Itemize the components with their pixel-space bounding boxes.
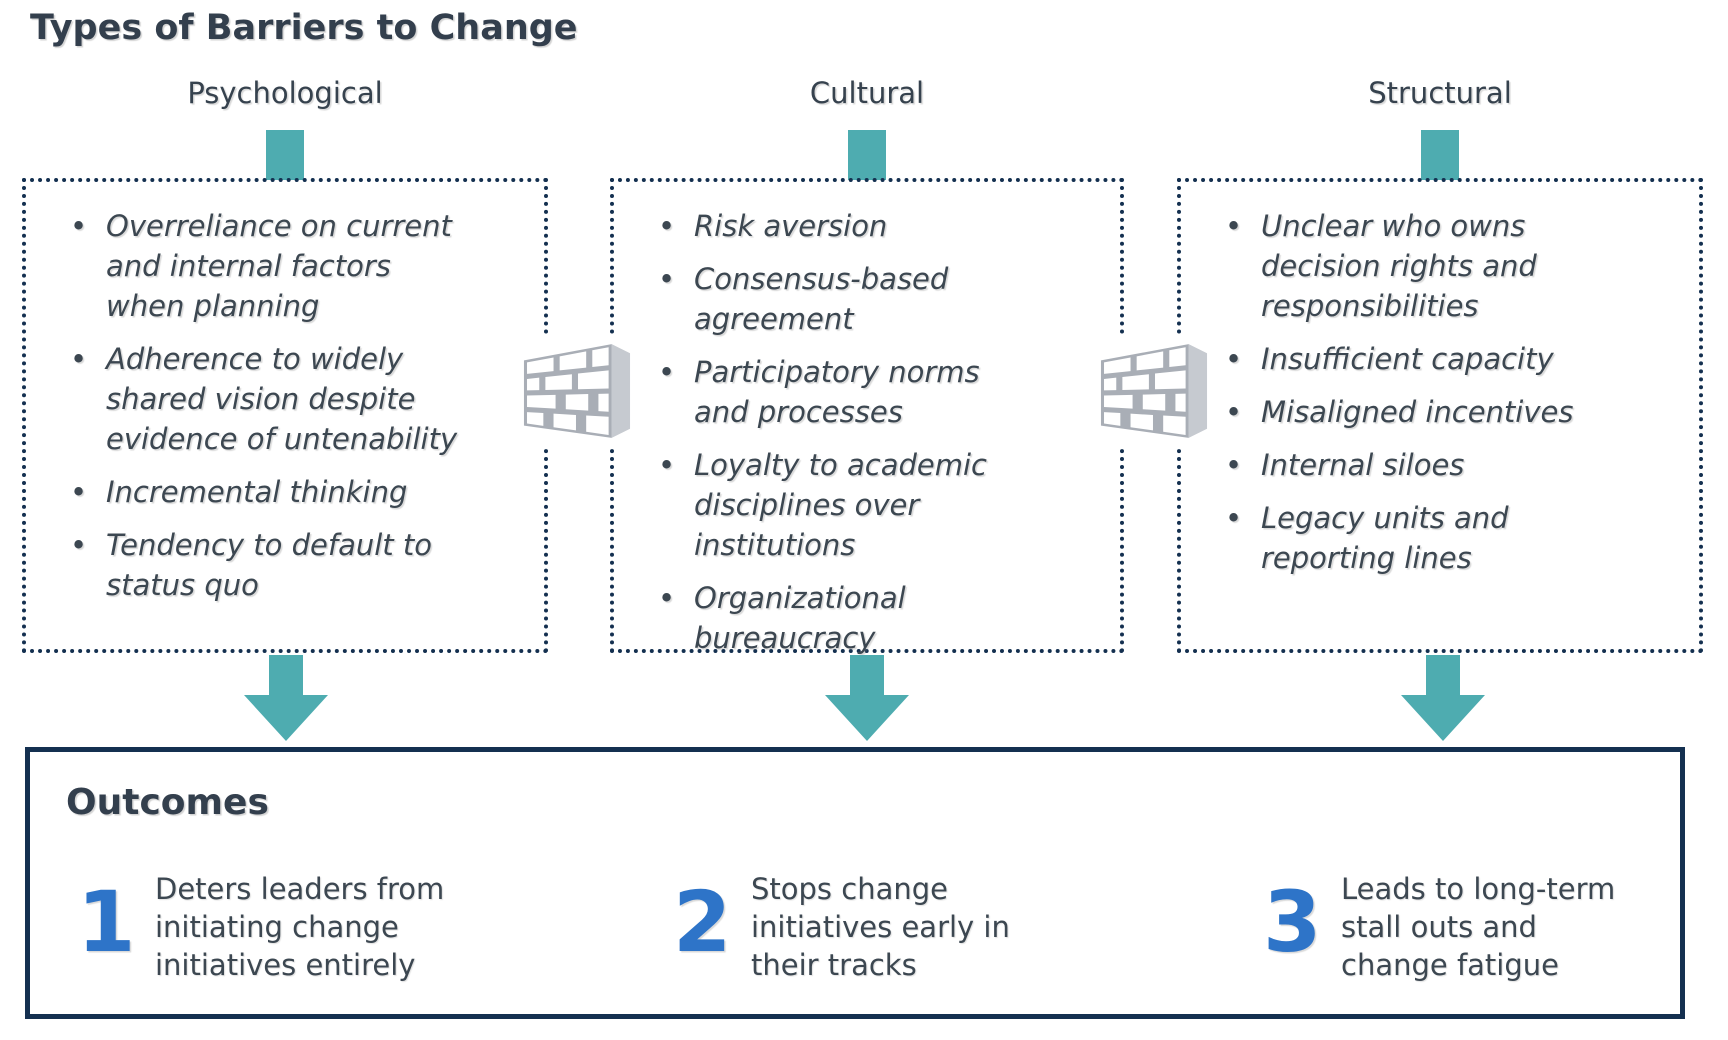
outcome-text: Leads to long-term stall outs and change… bbox=[1341, 872, 1616, 982]
connector-bar bbox=[848, 130, 886, 180]
connector-bar bbox=[1421, 130, 1459, 180]
outcome-number: 2 bbox=[673, 873, 732, 972]
outcome-item-2: 2 Stops change initiatives early in thei… bbox=[673, 870, 1113, 984]
bullet-item: Overreliance on current and internal fac… bbox=[70, 206, 530, 326]
barrier-box-psychological: Overreliance on current and internal fac… bbox=[22, 178, 548, 653]
brick-wall-icon bbox=[511, 336, 643, 446]
bullet-item: Risk aversion bbox=[658, 206, 1106, 246]
outcome-number: 3 bbox=[1263, 873, 1322, 972]
bullet-item: Unclear who owns decision rights and res… bbox=[1225, 206, 1685, 326]
outcomes-panel: Outcomes 1 Deters leaders from initiatin… bbox=[25, 747, 1685, 1019]
brick-wall-icon bbox=[1088, 336, 1220, 446]
bullet-list: Risk aversion Consensus-based agreement … bbox=[614, 182, 1120, 658]
bullet-item: Internal siloes bbox=[1225, 445, 1685, 485]
bullet-item: Misaligned incentives bbox=[1225, 392, 1685, 432]
outcomes-title: Outcomes bbox=[66, 782, 269, 823]
barrier-box-cultural: Risk aversion Consensus-based agreement … bbox=[610, 178, 1124, 655]
bullet-item: Insufficient capacity bbox=[1225, 339, 1685, 379]
outcome-text: Stops change initiatives early in their … bbox=[751, 872, 1010, 982]
down-arrow-icon bbox=[825, 655, 909, 741]
bullet-item: Legacy units and reporting lines bbox=[1225, 498, 1685, 578]
outcome-item-1: 1 Deters leaders from initiating change … bbox=[77, 870, 517, 984]
barrier-box-structural: Unclear who owns decision rights and res… bbox=[1177, 178, 1703, 653]
bullet-item: Adherence to widely shared vision despit… bbox=[70, 339, 530, 459]
connector-bar bbox=[266, 130, 304, 180]
outcome-text: Deters leaders from initiating change in… bbox=[155, 872, 445, 982]
outcome-number: 1 bbox=[77, 873, 136, 972]
column-header-psychological: Psychological bbox=[187, 76, 383, 110]
column-header-structural: Structural bbox=[1368, 76, 1512, 110]
down-arrow-icon bbox=[1401, 655, 1485, 741]
bullet-item: Organizational bureaucracy bbox=[658, 578, 1106, 658]
bullet-item: Incremental thinking bbox=[70, 472, 530, 512]
bullet-item: Loyalty to academic disciplines over ins… bbox=[658, 445, 1106, 565]
page-title: Types of Barriers to Change bbox=[30, 8, 578, 48]
bullet-list: Overreliance on current and internal fac… bbox=[26, 182, 544, 605]
column-header-cultural: Cultural bbox=[809, 76, 925, 110]
bullet-item: Tendency to default to status quo bbox=[70, 525, 530, 605]
bullet-list: Unclear who owns decision rights and res… bbox=[1181, 182, 1699, 578]
down-arrow-icon bbox=[244, 655, 328, 741]
bullet-item: Consensus-based agreement bbox=[658, 259, 1106, 339]
bullet-item: Participatory norms and processes bbox=[658, 352, 1106, 432]
outcome-item-3: 3 Leads to long-term stall outs and chan… bbox=[1263, 870, 1703, 984]
